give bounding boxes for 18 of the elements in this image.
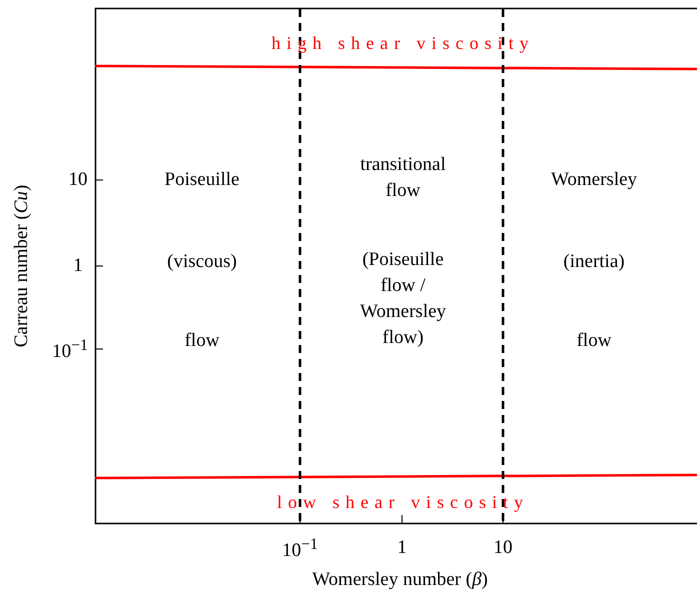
tick-label: 1	[73, 254, 83, 278]
axis-title: Womersley number (β)	[312, 568, 488, 592]
region-label: (viscous)	[167, 250, 237, 274]
region-label: transitional flow	[359, 153, 447, 203]
tick-label: 10$^{−1}$	[282, 534, 318, 564]
tick-label: 10	[494, 536, 512, 560]
axis-title: Carreau number (Cu)	[10, 184, 33, 348]
tick-label: 10	[68, 168, 88, 192]
region-label: flow	[576, 329, 612, 353]
tick-label: 10$^{−1}$	[52, 336, 88, 364]
region-label: (Poiseuille flow / Womersley flow)	[358, 248, 448, 350]
boundary-label: low shear viscosity	[277, 491, 529, 514]
region-label: Poiseuille	[164, 168, 240, 192]
region-label: (inertia)	[563, 250, 625, 274]
boundary-label: high shear viscosity	[272, 32, 534, 55]
region-label: Womersley	[550, 168, 638, 192]
region-label: flow	[184, 329, 220, 353]
tick-label: 1	[397, 536, 407, 560]
